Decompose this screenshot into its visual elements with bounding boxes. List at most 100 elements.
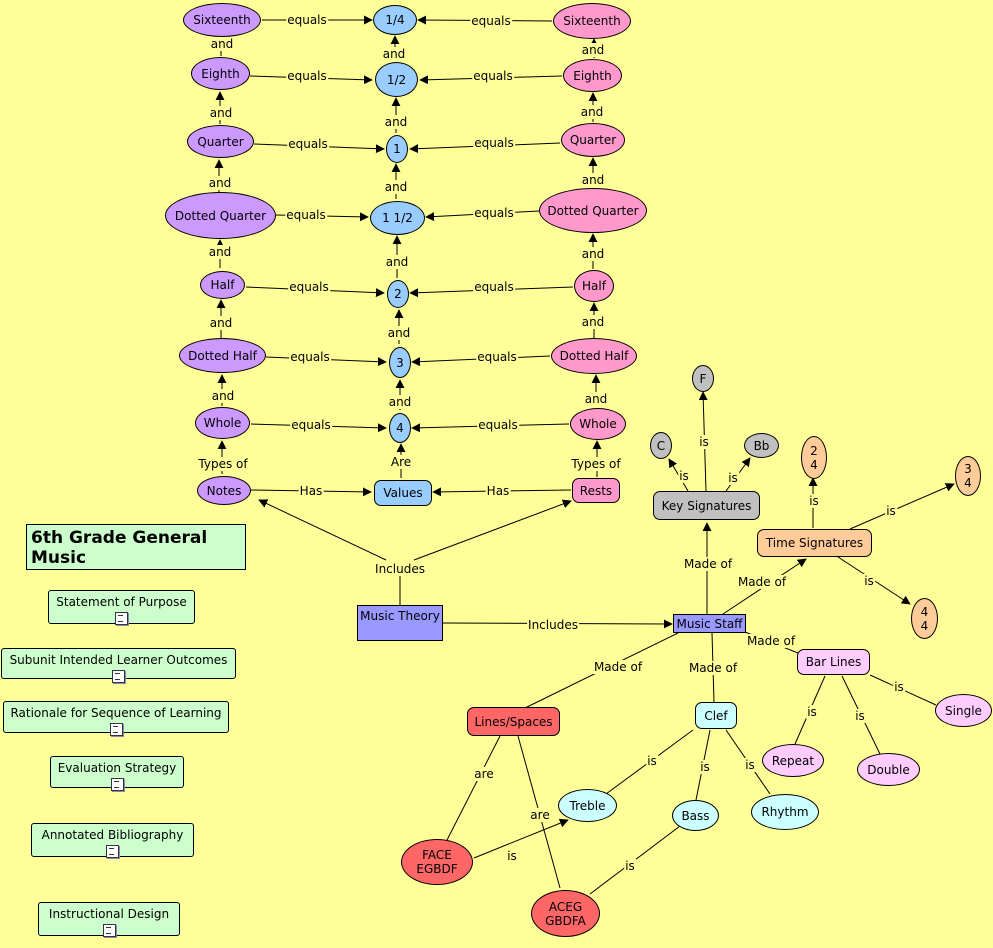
link-label: and — [384, 255, 410, 269]
note-dotted-quarter[interactable]: Dotted Quarter — [165, 192, 276, 239]
value-two[interactable]: 2 — [387, 280, 409, 308]
clef-rhythm[interactable]: Rhythm — [751, 794, 819, 830]
link-label: equals — [289, 350, 331, 364]
note-dotted-half[interactable]: Dotted Half — [179, 338, 266, 373]
note-whole[interactable]: Whole — [195, 407, 250, 439]
resource-label: Rationale for Sequence of Learning — [10, 706, 222, 720]
link-label: is — [727, 471, 739, 485]
rests-node[interactable]: Rests — [572, 478, 620, 503]
time-3-4[interactable]: 3 4 — [955, 456, 981, 496]
rest-sixteenth[interactable]: Sixteenth — [553, 3, 631, 39]
link-label: and — [210, 389, 236, 403]
link-label: and — [580, 315, 606, 329]
aceg-gbdfa[interactable]: ACEG GBDFA — [531, 890, 600, 937]
link-label: and — [207, 245, 233, 259]
link-label: is — [893, 680, 905, 694]
bar-lines-node[interactable]: Bar Lines — [797, 649, 870, 675]
link-label: and — [583, 392, 609, 406]
link-label: and — [580, 43, 606, 57]
rest-dotted-quarter[interactable]: Dotted Quarter — [539, 188, 647, 233]
resource-evaluation-strategy[interactable]: Evaluation Strategy — [50, 756, 184, 791]
link-label: and — [386, 326, 412, 340]
resource-label: Evaluation Strategy — [57, 761, 177, 775]
resource-annotated-bibliography[interactable]: Annotated Bibliography — [31, 823, 194, 858]
link-label: equals — [287, 137, 329, 151]
link-label: equals — [290, 418, 332, 432]
link-label: equals — [476, 350, 518, 364]
link-label: Made of — [687, 661, 739, 675]
resource-label: Statement of Purpose — [56, 595, 187, 609]
value-three[interactable]: 3 — [389, 347, 411, 378]
link-label: equals — [473, 280, 515, 294]
rest-half[interactable]: Half — [574, 270, 614, 302]
clef-treble[interactable]: Treble — [558, 789, 617, 822]
key-b-flat[interactable]: Bb — [744, 433, 779, 458]
document-icon[interactable] — [115, 612, 128, 625]
clef-node[interactable]: Clef — [695, 702, 737, 729]
resource-instructional-design[interactable]: Instructional Design — [38, 902, 180, 937]
link-label: is — [646, 754, 658, 768]
link-label: Has — [298, 484, 324, 498]
link-label: are — [473, 767, 495, 781]
document-icon[interactable] — [106, 845, 119, 858]
rest-dotted-half[interactable]: Dotted Half — [551, 338, 637, 374]
link-label: Includes — [527, 618, 579, 632]
key-c[interactable]: C — [650, 432, 672, 459]
bar-repeat[interactable]: Repeat — [762, 744, 824, 777]
rest-whole[interactable]: Whole — [570, 408, 626, 440]
key-signatures-node[interactable]: Key Signatures — [653, 491, 760, 520]
note-quarter[interactable]: Quarter — [187, 125, 254, 158]
link-label: equals — [473, 206, 515, 220]
document-icon[interactable] — [109, 723, 123, 736]
link-label: is — [854, 709, 866, 723]
link-label: is — [624, 859, 636, 873]
value-one-half[interactable]: 1 1/2 — [370, 201, 425, 235]
resource-label: Annotated Bibliography — [41, 828, 184, 842]
note-eighth[interactable]: Eighth — [191, 57, 250, 90]
link-label: equals — [477, 418, 519, 432]
note-sixteenth[interactable]: Sixteenth — [183, 3, 261, 37]
resource-statement-of-purpose[interactable]: Statement of Purpose — [48, 590, 195, 625]
document-icon[interactable] — [110, 778, 124, 791]
resource-learner-outcomes[interactable]: Subunit Intended Learner Outcomes — [1, 648, 236, 683]
document-icon[interactable] — [102, 924, 116, 937]
value-half-beat[interactable]: 1/2 — [375, 62, 418, 97]
link-label: and — [580, 247, 606, 261]
link-label: and — [383, 180, 409, 194]
link-label: equals — [285, 208, 327, 222]
time-signatures-node[interactable]: Time Signatures — [757, 529, 872, 557]
value-one[interactable]: 1 — [386, 135, 408, 163]
rest-eighth[interactable]: Eighth — [563, 59, 622, 92]
link-label: equals — [472, 69, 514, 83]
document-icon[interactable] — [112, 670, 125, 683]
link-label: is — [863, 574, 875, 588]
page-title: 6th Grade General Music — [26, 524, 246, 570]
music-theory-node[interactable]: Music Theory — [357, 605, 443, 641]
link-label: is — [806, 705, 818, 719]
resource-rationale[interactable]: Rationale for Sequence of Learning — [3, 701, 229, 736]
value-four[interactable]: 4 — [389, 413, 411, 443]
link-label: equals — [470, 14, 512, 28]
link-label: and — [381, 47, 407, 61]
face-egbdf[interactable]: FACE EGBDF — [401, 839, 473, 885]
rest-quarter[interactable]: Quarter — [561, 123, 625, 157]
time-2-4[interactable]: 2 4 — [801, 436, 827, 479]
lines-spaces-node[interactable]: Lines/Spaces — [467, 707, 560, 736]
notes-node[interactable]: Notes — [197, 476, 251, 505]
link-label: Are — [389, 455, 413, 469]
link-label: and — [208, 316, 234, 330]
link-label: Made of — [592, 660, 644, 674]
value-quarter-beat[interactable]: 1/4 — [373, 5, 417, 35]
values-node[interactable]: Values — [374, 480, 432, 506]
link-label: Includes — [374, 562, 426, 576]
bar-single[interactable]: Single — [935, 694, 992, 727]
bar-double[interactable]: Double — [857, 753, 920, 786]
key-f[interactable]: F — [692, 365, 714, 392]
note-half[interactable]: Half — [200, 271, 245, 299]
clef-bass[interactable]: Bass — [672, 800, 719, 831]
music-staff-node[interactable]: Music Staff — [673, 614, 746, 633]
resource-label: Subunit Intended Learner Outcomes — [9, 653, 228, 667]
link-label: are — [529, 808, 551, 822]
link-label: Types of — [197, 457, 249, 471]
time-4-4[interactable]: 4 4 — [911, 598, 938, 639]
